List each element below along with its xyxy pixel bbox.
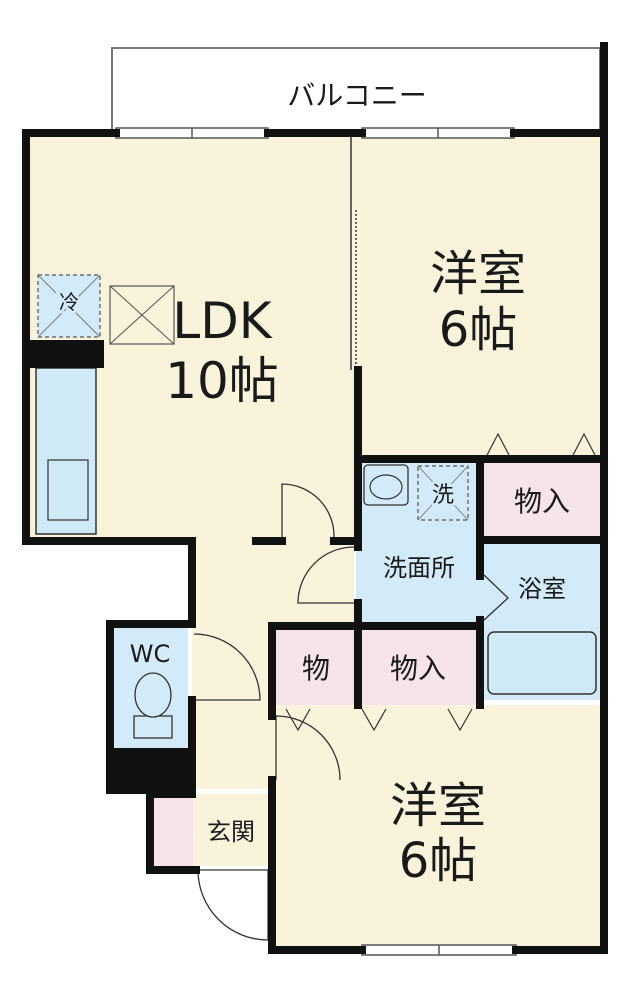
washroom-door [297, 546, 355, 604]
closet-mid-door-2 [447, 708, 473, 732]
toilet-tank [133, 715, 173, 739]
south-room-name: 洋室 [390, 778, 486, 834]
closet-small-floor [276, 629, 356, 705]
west-room-name: 洋室 [430, 246, 526, 302]
entrance-step [193, 794, 268, 866]
closet-mid-door-1 [361, 708, 387, 732]
ldk-size: 10帖 [165, 352, 279, 410]
closet-top-door-2 [571, 432, 597, 458]
fridge-label: 冷 [59, 290, 79, 314]
entrance-door [197, 869, 269, 941]
entrance-floor [153, 794, 193, 866]
closet-mid-floor [360, 629, 478, 705]
toilet-bowl [134, 672, 172, 718]
toilet-door [193, 633, 261, 701]
bathtub [487, 631, 597, 695]
entrance-label: 玄関 [207, 818, 255, 846]
entrance-wall-block [146, 790, 196, 798]
balcony-label: バルコニー [287, 79, 426, 112]
ldk-name: LDK [172, 292, 272, 350]
closet-small-door [285, 708, 311, 732]
bath-label: 浴室 [518, 575, 566, 603]
toilet-label: WC [130, 640, 171, 668]
hatch-x2 [109, 285, 175, 345]
south-room-size: 6帖 [399, 833, 478, 889]
closet-top-label: 物入 [514, 485, 570, 518]
ldk-door [281, 483, 335, 538]
closet-small-label: 物 [302, 652, 330, 685]
ceiling-hatch [109, 285, 175, 345]
south-room-door [275, 715, 341, 781]
fridge-x2 [37, 274, 101, 338]
washroom-label: 洗面所 [383, 554, 455, 582]
washer-x2 [417, 465, 469, 521]
washer-space [417, 465, 469, 521]
closet-mid-label: 物入 [390, 652, 446, 685]
closet-top-floor [482, 459, 604, 537]
south-room-floor [272, 705, 604, 950]
bath-door [483, 574, 509, 621]
kitchen-wall-block [30, 340, 104, 368]
kitchen-sink [47, 459, 89, 521]
toilet-bottom-block [106, 748, 196, 794]
basin-bowl [369, 474, 403, 500]
west-room-floor [356, 133, 604, 459]
walls [22, 42, 608, 954]
closet-top-door-1 [485, 432, 511, 458]
west-room-size: 6帖 [439, 302, 518, 358]
washer-label: 洗 [432, 483, 454, 508]
